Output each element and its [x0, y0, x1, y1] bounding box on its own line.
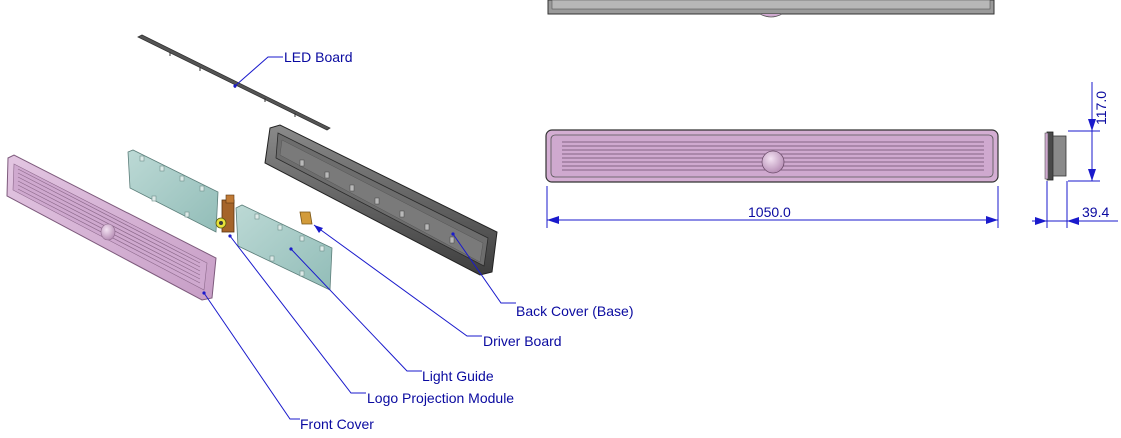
- label-back-cover: Back Cover (Base): [451, 232, 633, 319]
- svg-text:117.0: 117.0: [1093, 91, 1109, 125]
- front-view: [545, 129, 999, 183]
- dimension-height: 117.0: [1068, 82, 1109, 182]
- front-cover-part: [6, 154, 217, 301]
- svg-text:Front Cover: Front Cover: [300, 416, 374, 432]
- svg-text:1050.0: 1050.0: [748, 204, 791, 220]
- side-view: [1044, 131, 1067, 181]
- logo-projection-module-part: [215, 194, 235, 233]
- light-guide-part: [127, 149, 333, 291]
- label-logo-projection-module: Logo Projection Module: [228, 234, 514, 406]
- top-view: [547, 0, 995, 18]
- label-light-guide: Light Guide: [289, 247, 494, 384]
- svg-text:Driver Board: Driver Board: [483, 333, 562, 349]
- label-led-board: LED Board: [233, 49, 352, 88]
- dimension-length: 1050.0: [546, 186, 999, 228]
- back-cover-part: [264, 124, 498, 276]
- svg-text:Back Cover (Base): Back Cover (Base): [516, 303, 633, 319]
- svg-text:Logo Projection Module: Logo Projection Module: [367, 390, 514, 406]
- svg-text:39.4: 39.4: [1082, 204, 1109, 220]
- label-driver-board: Driver Board: [313, 224, 562, 349]
- label-front-cover: Front Cover: [202, 291, 374, 432]
- svg-text:LED Board: LED Board: [284, 49, 352, 65]
- driver-board-part: [299, 211, 313, 225]
- dimension-depth: 39.4: [1032, 181, 1118, 228]
- svg-text:Light Guide: Light Guide: [422, 368, 494, 384]
